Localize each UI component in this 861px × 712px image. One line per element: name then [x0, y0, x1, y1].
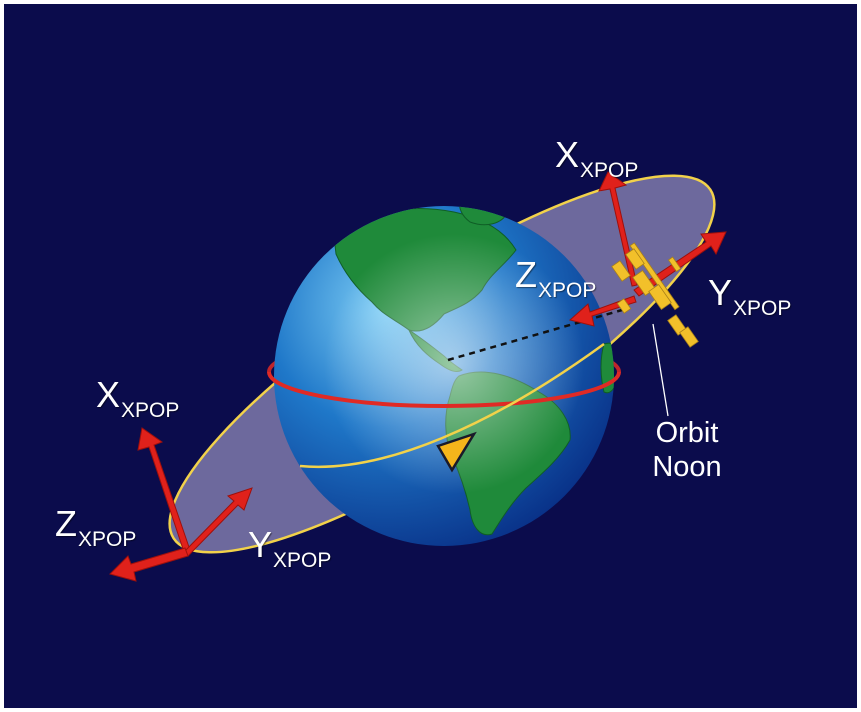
orbit-noon-line1: Orbit — [655, 417, 719, 449]
left-x-subscript: XPOP — [121, 399, 180, 422]
earth-globe — [274, 206, 614, 546]
left-y-arrow — [183, 487, 253, 557]
orbit-noon-leader — [652, 323, 669, 417]
top-z-axis-label: ZXPOP — [515, 254, 596, 302]
left-x-letter: X — [96, 374, 121, 415]
top-x-axis-label: XXPOP — [555, 134, 638, 182]
left-y-axis-label: YXPOP — [248, 524, 331, 572]
top-z-subscript: XPOP — [538, 279, 597, 302]
orbit-ring-front — [299, 342, 605, 469]
left-z-axis-label: ZXPOP — [55, 503, 136, 551]
left-y-subscript: XPOP — [273, 549, 332, 572]
left-x-arrow — [137, 427, 191, 553]
diagram-canvas: XXPOP ZXPOP YXPOP XXPOP ZXPOP YXPOP Orbi… — [4, 4, 857, 708]
top-y-axis-label: YXPOP — [708, 272, 791, 320]
top-y-letter: Y — [708, 272, 733, 313]
orbit-noon-label: Orbit Noon — [622, 416, 752, 484]
top-z-letter: Z — [515, 254, 537, 295]
sun-direction-marker — [436, 431, 477, 473]
earth-station-line — [447, 308, 623, 362]
top-x-subscript: XPOP — [580, 159, 639, 182]
equator-front — [267, 371, 621, 408]
left-z-arrow — [109, 547, 189, 582]
top-x-letter: X — [555, 134, 580, 175]
left-x-axis-label: XXPOP — [96, 374, 179, 422]
left-z-subscript: XPOP — [78, 528, 137, 551]
left-y-letter: Y — [248, 524, 273, 565]
orbit-noon-line2: Noon — [652, 451, 722, 483]
left-z-letter: Z — [55, 503, 77, 544]
left-axis-triad — [109, 427, 253, 582]
orbit-diagram — [109, 171, 727, 582]
space-station — [611, 242, 699, 348]
top-y-subscript: XPOP — [733, 297, 792, 320]
